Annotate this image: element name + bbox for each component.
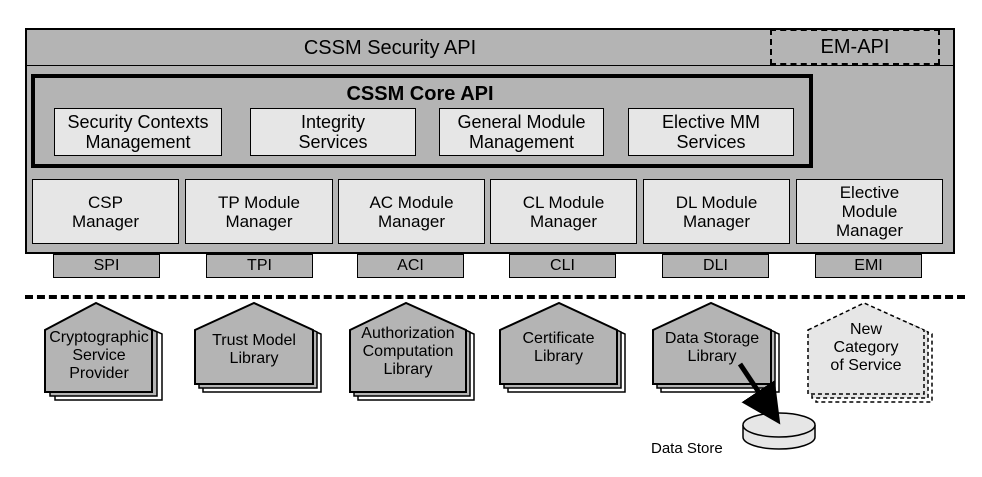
core-box-line: Integrity xyxy=(300,112,366,132)
module-line: Computation xyxy=(362,343,454,360)
manager-line: Manager xyxy=(71,211,140,231)
framework-boundary-dashed-line xyxy=(25,295,965,299)
manager-line: CSP xyxy=(88,192,123,212)
core-api-title: CSSM Core API xyxy=(346,82,494,105)
module-line: Cryptographic xyxy=(49,329,149,346)
manager-line: TP Module xyxy=(218,192,300,212)
manager-line: DL Module xyxy=(675,192,758,212)
module-line: Library xyxy=(534,348,583,365)
module-line: Trust Model xyxy=(212,332,296,349)
core-box-line: Management xyxy=(468,132,575,152)
manager-line: Manager xyxy=(529,211,598,231)
module-line: Authorization xyxy=(361,325,455,342)
core-box-line: Management xyxy=(85,132,191,152)
core-box-line: Services xyxy=(298,132,368,152)
new-category-of-service-house xyxy=(807,302,933,403)
data-store-disk-icon xyxy=(742,412,816,450)
module-line: Certificate xyxy=(522,330,595,347)
em-api-box: EM-API xyxy=(770,29,940,65)
core-box-line: Elective MM xyxy=(661,112,760,132)
aci-interface: ACI xyxy=(357,254,464,278)
manager-line: Manager xyxy=(682,211,751,231)
module-line: Library xyxy=(229,350,279,367)
data-store-arrow xyxy=(737,362,781,425)
certificate-library-house xyxy=(499,301,626,393)
core-box-line: Services xyxy=(676,132,746,152)
dli-interface: DLI xyxy=(662,254,769,278)
emi-interface: EMI xyxy=(815,254,922,278)
module-line: Category xyxy=(833,339,899,356)
manager-line: Manager xyxy=(377,211,446,231)
module-line: Library xyxy=(383,361,433,378)
core-box-line: Security Contexts xyxy=(67,112,209,132)
manager-line: Manager xyxy=(835,221,904,240)
trust-model-library-house xyxy=(194,301,322,393)
tpi-interface: TPI xyxy=(206,254,313,278)
module-line: Data Storage xyxy=(664,330,760,347)
authorization-computation-library-house xyxy=(349,301,475,401)
cryptographic-service-provider-house xyxy=(44,301,163,401)
module-line: of Service xyxy=(830,357,902,374)
module-line: Library xyxy=(687,348,737,365)
manager-line: CL Module xyxy=(522,192,605,212)
data-store-label: Data Store xyxy=(651,440,723,457)
manager-line: AC Module xyxy=(369,192,454,212)
security-api-title: CSSM Security API xyxy=(303,36,477,59)
module-line: New xyxy=(849,321,882,338)
cli-interface: CLI xyxy=(509,254,616,278)
module-line: Provider xyxy=(69,365,129,382)
api-divider-line xyxy=(25,65,955,66)
manager-line: Manager xyxy=(225,211,293,231)
manager-line: Elective xyxy=(839,183,900,202)
manager-line: Module xyxy=(841,202,898,221)
module-line: Service xyxy=(72,347,126,364)
spi-interface: SPI xyxy=(53,254,160,278)
core-box-line: General Module xyxy=(457,112,586,132)
